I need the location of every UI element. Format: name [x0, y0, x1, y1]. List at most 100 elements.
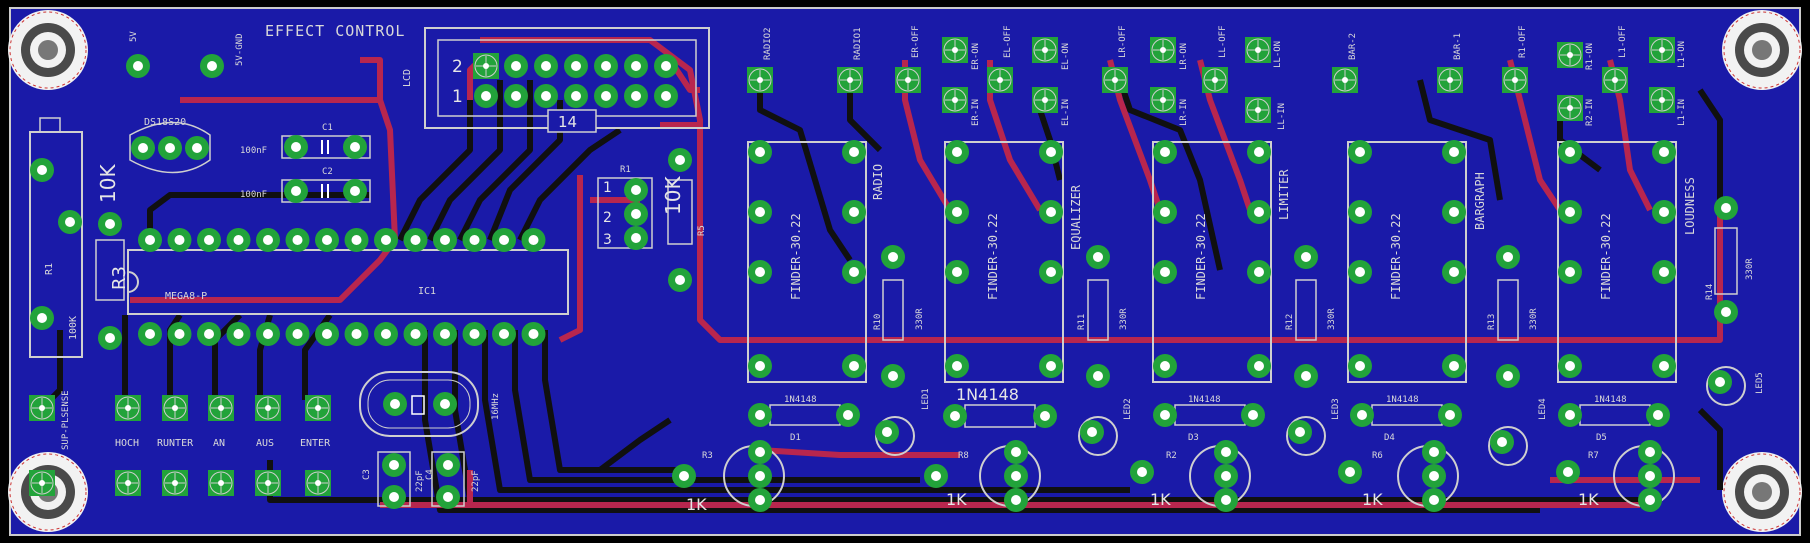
label-r11: R11 [1077, 314, 1087, 330]
led-4: LED4 [1488, 398, 1548, 466]
label-er-in: ER-IN [971, 99, 981, 126]
label-d2-type: 1N4148 [956, 385, 1019, 404]
label-r1-top: R1 [620, 165, 631, 175]
pad [521, 228, 546, 252]
pad [1153, 354, 1177, 378]
label-r2-in: R2-IN [1585, 99, 1595, 126]
relay-limiter-part: FINDER-30.22 [1194, 213, 1208, 300]
capacitor-c1: C1 100nF [240, 123, 371, 159]
pad [433, 322, 457, 346]
pad [462, 322, 487, 346]
label-r3-driver: R3 [702, 451, 713, 461]
pad [138, 322, 162, 346]
label-r5-10k: 10K [661, 176, 685, 215]
pad [1558, 354, 1582, 378]
label-er-on: ER-ON [971, 43, 981, 70]
relay-limiter-func: LIMITER [1277, 169, 1291, 220]
label-lr-on: LR-ON [1179, 43, 1189, 70]
pad [945, 260, 969, 284]
label-1k-5: 1K [1578, 490, 1599, 509]
pad [492, 228, 516, 252]
pad [1558, 140, 1582, 164]
label-r10: R10 [873, 314, 883, 330]
pad [256, 228, 280, 252]
label-lcd: LCD [402, 69, 413, 87]
driver-stage-1: R3 1K [672, 440, 785, 514]
pad-sup-plsense [28, 394, 56, 422]
label-aus: AUS [256, 438, 274, 449]
label-l1-in: L1-IN [1677, 99, 1687, 126]
driver-stage-5: R7 1K [1556, 440, 1675, 512]
label-d4: D4 [1384, 433, 1395, 443]
crystal-16mhz: 16MHz [359, 371, 501, 437]
pad [138, 228, 162, 252]
label-r14: R14 [1705, 284, 1715, 300]
label-r3-10k: 10K [96, 164, 120, 203]
resistor-r5: 10K R5 [661, 148, 707, 292]
label-ll-in: LL-IN [1277, 103, 1287, 130]
resistor-r11: R11 330R [1077, 245, 1129, 388]
pad [1153, 200, 1177, 224]
diode-d4: 1N4148 D4 [1350, 395, 1462, 443]
mounting-hole-br [1721, 451, 1803, 533]
pad [1039, 200, 1063, 224]
label-r5: R5 [697, 225, 707, 236]
pad [1558, 200, 1582, 224]
label-c3-value: 22pF [415, 470, 425, 492]
microcontroller-ic1: MEGA8-P IC1 [127, 249, 569, 315]
label-r14-value: 330R [1745, 258, 1755, 280]
label-r13: R13 [1487, 314, 1497, 330]
pad [256, 322, 280, 346]
driver-stage-4: R6 1K [1338, 440, 1459, 512]
led-2: LED2 [1078, 398, 1133, 456]
label-led2: LED2 [1123, 398, 1133, 420]
label-hoch: HOCH [115, 438, 139, 449]
relay-connector-labels: RADIO2 RADIO1 ER-OFF ER-ON EL-OFF EL-ON … [763, 25, 1687, 130]
pad [1039, 260, 1063, 284]
resistor-r14: R14 330R [1705, 196, 1755, 324]
label-r1-on: R1-ON [1585, 43, 1595, 70]
relay-equalizer-part: FINDER-30.22 [986, 213, 1000, 300]
pad [1039, 354, 1063, 378]
capacitor-c2: C2 100nF [240, 167, 371, 203]
led-1: LED1 [875, 388, 931, 456]
pad [842, 260, 866, 284]
pad [842, 354, 866, 378]
pad [1442, 200, 1466, 224]
trimmer-r1: R1 1 2 3 [597, 165, 653, 250]
label-el-on: EL-ON [1061, 43, 1071, 70]
label-el-in: EL-IN [1061, 99, 1071, 126]
pad-5v-gnd [200, 54, 224, 78]
led-3: LED3 [1286, 398, 1341, 456]
diode-d5: 1N4148 D5 [1558, 395, 1670, 443]
label-pot-2: 2 [603, 210, 612, 226]
pad [344, 322, 369, 346]
pad [1348, 200, 1372, 224]
label-r13-value: 330R [1529, 308, 1539, 330]
pad [945, 354, 969, 378]
pad [748, 140, 772, 164]
pad [285, 228, 310, 252]
pad [521, 322, 546, 346]
relay-radio-func: RADIO [871, 164, 885, 200]
pad [374, 228, 398, 252]
relay-limiter: FINDER-30.22 LIMITER [1152, 141, 1291, 383]
pad [1247, 354, 1271, 378]
resistor-r3: 10K R3 [95, 164, 130, 350]
resistor-r13: R13 330R [1487, 245, 1539, 388]
resistor-r12: R12 330R [1285, 245, 1337, 388]
pad [315, 228, 339, 252]
label-led1: LED1 [921, 388, 931, 410]
pad [433, 228, 457, 252]
relay-loudness-part: FINDER-30.22 [1599, 213, 1613, 300]
pad [748, 354, 772, 378]
pad [403, 228, 428, 252]
label-c2-value: 100nF [240, 190, 267, 200]
pad [374, 322, 398, 346]
pad [842, 200, 866, 224]
label-r2: R2 [1166, 451, 1177, 461]
pad [1348, 354, 1372, 378]
pad [748, 260, 772, 284]
label-ll-off: LL-OFF [1218, 25, 1228, 58]
